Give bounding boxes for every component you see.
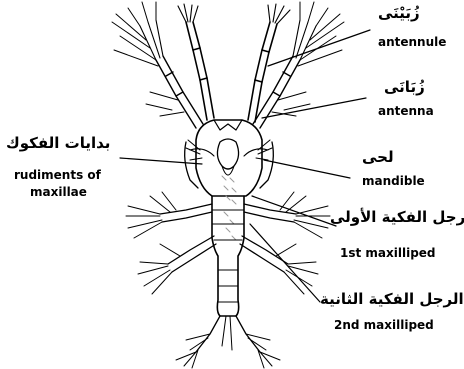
antennule-arabic-label: زُبَيْنَى [378, 4, 420, 22]
left-antenna [112, 2, 203, 128]
rudiments-english-label-line2: maxillae [30, 185, 87, 199]
thorax [212, 196, 244, 316]
right-antennule [248, 4, 290, 122]
body-shading [222, 176, 236, 240]
antenna-english-label: antenna [378, 104, 434, 118]
carapace [185, 120, 274, 196]
second-maxillipeds [138, 236, 318, 294]
leader-antennule [268, 30, 370, 66]
left-antennule [178, 4, 214, 120]
first-maxillipeds [126, 192, 330, 238]
antennule-english-label: antennule [378, 35, 446, 49]
rudiments-arabic-label: بدايات الفكوك [6, 134, 110, 152]
mandible-english-label: mandible [362, 174, 425, 188]
mandible-arabic-label: لحى [362, 148, 394, 166]
leader-rudiments [120, 158, 202, 164]
second-maxilliped-english-label: 2nd maxilliped [334, 318, 434, 332]
second-maxilliped-arabic-label: الرجل الفكية الثانية [320, 290, 464, 308]
leader-lines [120, 30, 370, 302]
rudiments-english-label-line1: rudiments of [14, 168, 101, 182]
telson-furca [176, 316, 280, 368]
leader-mandible [264, 160, 350, 178]
leader-second-maxilliped [250, 224, 320, 302]
first-maxilliped-english-label: 1st maxilliped [340, 246, 436, 260]
first-maxilliped-arabic-label: الرجل الفكية الأولى [330, 208, 464, 226]
antenna-arabic-label: زُبَانَى [384, 78, 425, 96]
